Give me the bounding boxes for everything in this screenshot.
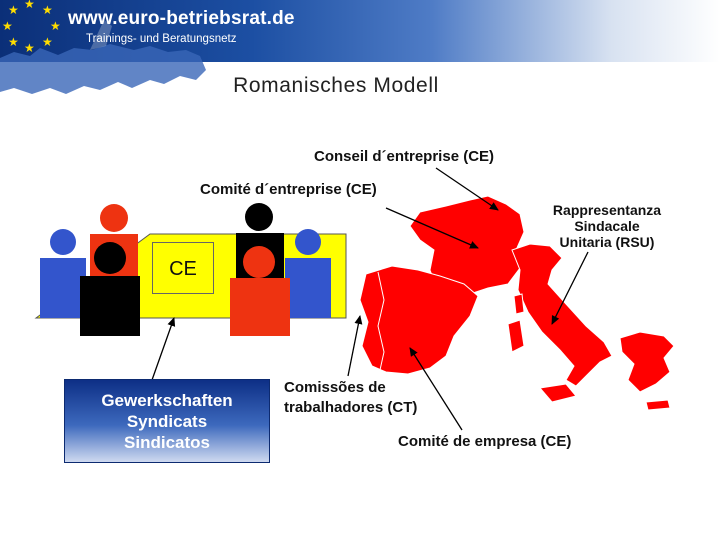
star-icon: ★ xyxy=(42,3,53,17)
person-icon xyxy=(230,246,290,336)
label-ct-line: trabalhadores (CT) xyxy=(284,399,418,416)
star-icon: ★ xyxy=(8,35,19,49)
site-subtitle: Trainings- und Beratungsnetz xyxy=(86,33,237,45)
star-icon: ★ xyxy=(42,35,53,49)
person-icon xyxy=(285,229,331,318)
arrow-icon xyxy=(409,347,463,431)
label-rsu-line: Unitaria (RSU) xyxy=(559,234,655,250)
label-rsu-line: Rappresentanza xyxy=(552,202,662,218)
arrow-icon xyxy=(551,251,589,325)
union-line: Gewerkschaften xyxy=(101,390,233,410)
person-icon xyxy=(40,229,86,318)
label-conseil-entreprise: Conseil d´entreprise (CE) xyxy=(314,148,495,165)
star-icon: ★ xyxy=(24,0,35,11)
star-icon: ★ xyxy=(50,19,61,33)
label-rsu-line: Sindacale xyxy=(574,218,640,234)
union-line: Syndicats xyxy=(126,411,208,431)
site-url[interactable]: www.euro-betriebsrat.de xyxy=(68,8,295,29)
union-box: Gewerkschaften Syndicats Sindicatos xyxy=(64,379,270,463)
union-line: Sindicatos xyxy=(124,432,210,452)
arrow-icon xyxy=(151,317,176,381)
arrow-icon xyxy=(385,207,479,249)
star-icon: ★ xyxy=(24,41,35,55)
star-icon: ★ xyxy=(2,19,13,33)
label-ct-line: Comissões de xyxy=(284,379,386,396)
star-icon: ★ xyxy=(8,3,19,17)
label-comite-empresa: Comité de empresa (CE) xyxy=(398,433,572,450)
slide-title: Romanisches Modell xyxy=(233,74,439,97)
arrow-icon xyxy=(435,167,499,211)
ce-box: CE xyxy=(152,242,214,294)
label-comite-entreprise: Comité d´entreprise (CE) xyxy=(200,181,377,198)
person-icon xyxy=(80,242,140,336)
arrow-icon xyxy=(347,315,363,377)
europe-map-icon xyxy=(359,195,675,411)
europe-map-icon: ★ ★ ★ ★ ★ ★ ★ ★ xyxy=(0,0,206,94)
label-rsu: Rappresentanza Sindacale Unitaria (RSU) xyxy=(536,202,678,250)
label-comissoes: Comissões de trabalhadores (CT) xyxy=(284,378,417,418)
